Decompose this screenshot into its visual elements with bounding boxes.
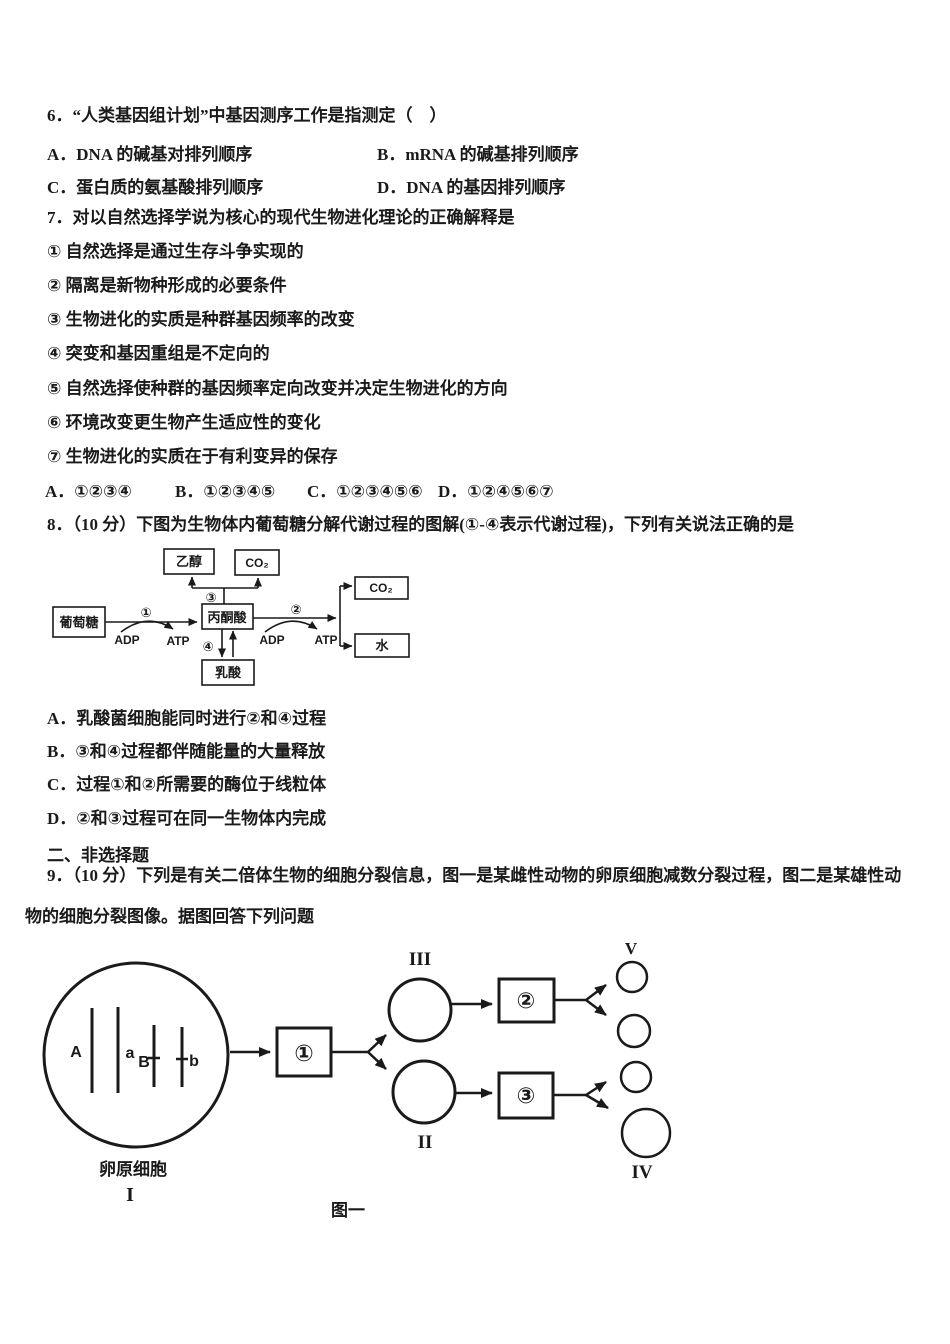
cell-III-label: III bbox=[409, 949, 431, 970]
q8-option-a: A．乳酸菌细胞能同时进行②和④过程 bbox=[47, 709, 327, 728]
q7-option-a: A．①②③④ bbox=[45, 482, 132, 501]
cell-III-circle bbox=[387, 977, 453, 1043]
section2-title: 二、非选择题 bbox=[47, 846, 149, 865]
q7-option-c: C．①②③④⑤⑥ bbox=[307, 482, 423, 501]
chromosome-a-label: a bbox=[126, 1045, 135, 1062]
meiosis-figure-one: A a B b ① ② ③ III II V IV 卵原细胞 I 图一 bbox=[42, 939, 672, 1220]
q8-stem: 8．（10 分）下图为生物体内葡萄糖分解代谢过程的图解(①-④表示代谢过程)，下… bbox=[47, 515, 795, 534]
adp-atp-arc-left bbox=[120, 620, 174, 633]
cell-II-circle bbox=[391, 1059, 457, 1125]
co2-top-box bbox=[234, 549, 280, 576]
oogonium-label: 卵原细胞 bbox=[99, 1159, 167, 1179]
q7-option-b: B．①②③④⑤ bbox=[175, 482, 276, 501]
polar-body-2-circle bbox=[619, 1060, 653, 1094]
water-box bbox=[354, 633, 410, 658]
glucose-metabolism-diagram: 葡萄糖 乙醇 CO₂ 丙酮酸 乳酸 CO₂ 水 ADP ATP ADP ATP … bbox=[52, 548, 410, 686]
q7-item-6: ⑥ 环境改变更生物产生适应性的变化 bbox=[47, 413, 321, 432]
ethanol-box bbox=[163, 548, 215, 575]
step2-label: ② bbox=[290, 603, 301, 618]
chromosome-B-label: B bbox=[138, 1054, 150, 1071]
q9-stem-line1: 9．（10 分）下列是有关二倍体生物的细胞分裂信息，图一是某雌性动物的卵原细胞减… bbox=[47, 866, 902, 885]
polar-body-1-circle bbox=[616, 1013, 652, 1049]
pyruvate-box bbox=[201, 603, 254, 630]
process2-label: ② bbox=[517, 989, 536, 1014]
arrow-to-polar-body-1 bbox=[585, 999, 607, 1016]
q9-stem-line2: 物的细胞分裂图像。据图回答下列问题 bbox=[25, 907, 314, 926]
q6-option-b: B．mRNA 的碱基排列顺序 bbox=[377, 145, 579, 164]
step3-label: ③ bbox=[205, 591, 216, 606]
q7-stem: 7．对以自然选择学说为核心的现代生物进化理论的正确解释是 bbox=[47, 208, 515, 227]
lactate-box bbox=[201, 659, 255, 686]
arrow-to-cell-III bbox=[367, 1034, 387, 1053]
q8-option-c: C．过程①和②所需要的酶位于线粒体 bbox=[47, 775, 327, 794]
q8-option-b: B．③和④过程都伴随能量的大量释放 bbox=[47, 742, 326, 761]
q6-stem: 6．“人类基因组计划”中基因测序工作是指测定（ ） bbox=[47, 106, 447, 125]
q7-option-d: D．①②④⑤⑥⑦ bbox=[438, 482, 554, 501]
lactate-label: 乳酸 bbox=[215, 665, 242, 680]
q6-option-c: C．蛋白质的氨基酸排列顺序 bbox=[47, 178, 264, 197]
fermentation-bracket bbox=[192, 587, 258, 604]
glucose-label: 葡萄糖 bbox=[58, 615, 98, 630]
step1-label: ① bbox=[140, 606, 151, 621]
cell-IV-circle bbox=[620, 1107, 672, 1159]
arrow-to-polar-body-2 bbox=[585, 1080, 607, 1097]
co2-top-label: CO₂ bbox=[245, 556, 268, 570]
arrow-to-cell-II bbox=[367, 1051, 387, 1070]
ethanol-label: 乙醇 bbox=[176, 554, 202, 569]
q6-option-d: D．DNA 的基因排列顺序 bbox=[377, 178, 566, 197]
adp-right-label: ADP bbox=[259, 633, 284, 647]
step4-label: ④ bbox=[202, 640, 213, 655]
atp-right-label: ATP bbox=[314, 633, 337, 647]
cell-IV-label: IV bbox=[631, 1162, 652, 1183]
q7-item-1: ① 自然选择是通过生存斗争实现的 bbox=[47, 242, 304, 261]
adp-atp-arc-right bbox=[264, 620, 318, 633]
q7-item-3: ③ 生物进化的实质是种群基因频率的改变 bbox=[47, 310, 355, 329]
process1-label: ① bbox=[294, 1041, 313, 1067]
adp-left-label: ADP bbox=[114, 633, 139, 647]
figure1-caption: 图一 bbox=[331, 1201, 365, 1220]
cell-II-label: II bbox=[418, 1132, 433, 1153]
process3-label: ③ bbox=[517, 1084, 536, 1109]
atp-left-label: ATP bbox=[166, 634, 189, 648]
cell-I-label: I bbox=[126, 1184, 134, 1206]
arrow-to-cell-V bbox=[585, 984, 607, 1001]
q7-item-7: ⑦ 生物进化的实质在于有利变异的保存 bbox=[47, 447, 338, 466]
q7-item-5: ⑤ 自然选择使种群的基因频率定向改变并决定生物进化的方向 bbox=[47, 379, 508, 398]
q6-option-a: A．DNA 的碱基对排列顺序 bbox=[47, 145, 253, 164]
arrow-to-cell-IV bbox=[585, 1093, 609, 1110]
co2-right-box bbox=[354, 576, 409, 600]
cell-V-label: V bbox=[625, 939, 638, 958]
co2-right-label: CO₂ bbox=[369, 581, 392, 595]
q7-item-2: ② 隔离是新物种形成的必要条件 bbox=[47, 276, 287, 295]
chromosome-A-label: A bbox=[70, 1044, 82, 1061]
q7-item-4: ④ 突变和基因重组是不定向的 bbox=[47, 344, 270, 363]
q8-option-d: D．②和③过程可在同一生物体内完成 bbox=[47, 809, 327, 828]
water-label: 水 bbox=[375, 638, 389, 653]
pyruvate-label: 丙酮酸 bbox=[207, 610, 247, 625]
oogonium-cell-circle bbox=[42, 961, 230, 1149]
chromosome-b-label: b bbox=[189, 1053, 199, 1070]
cell-V-circle bbox=[615, 960, 649, 994]
